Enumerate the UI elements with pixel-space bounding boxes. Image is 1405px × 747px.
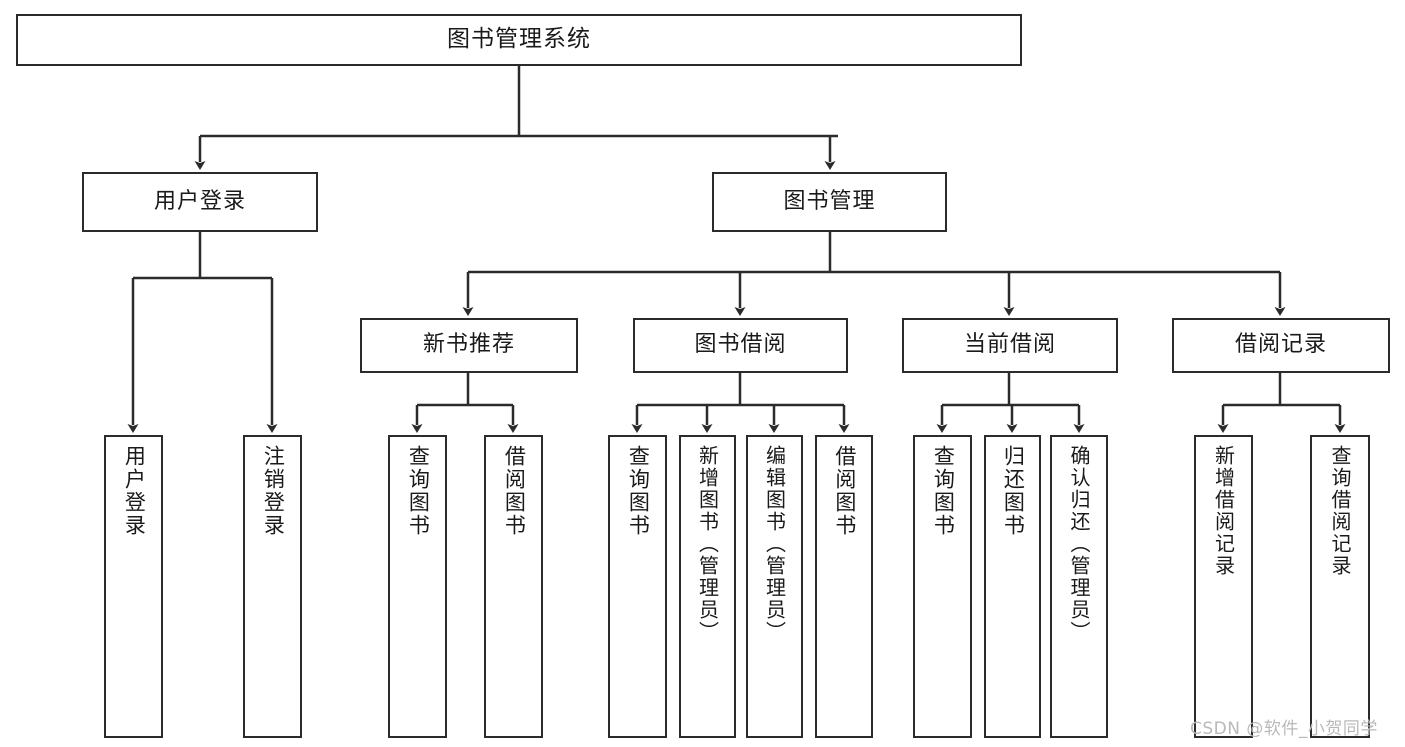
leaf-node-label: 新增图书（管理员）	[695, 445, 720, 643]
leaf-node-label: 用户登录	[122, 445, 147, 537]
leaf-node-label: 编辑图书（管理员）	[762, 445, 787, 643]
node-user-login[interactable]: 用户登录	[82, 172, 318, 232]
leaf-node-label: 确认归还（管理员）	[1067, 445, 1091, 643]
leaf-node[interactable]: 用户登录	[104, 435, 163, 738]
leaf-node-label: 借阅图书	[832, 445, 857, 537]
leaf-node-label: 归还图书	[1001, 445, 1026, 537]
leaf-node-label: 查询图书	[931, 445, 956, 537]
leaf-node[interactable]: 查询借阅记录	[1310, 435, 1370, 738]
leaf-node[interactable]: 查询图书	[608, 435, 667, 738]
leaf-node[interactable]: 借阅图书	[484, 435, 543, 738]
leaf-node[interactable]: 确认归还（管理员）	[1050, 435, 1108, 738]
leaf-node-label: 查询借阅记录	[1328, 445, 1352, 577]
node-book-management[interactable]: 图书管理	[712, 172, 947, 232]
node-root-system[interactable]: 图书管理系统	[16, 14, 1022, 66]
leaf-node-label: 查询图书	[406, 445, 431, 537]
leaf-node-label: 查询图书	[626, 445, 651, 537]
leaf-node[interactable]: 查询图书	[913, 435, 972, 738]
leaf-node[interactable]: 编辑图书（管理员）	[746, 435, 803, 738]
leaf-node-label: 新增借阅记录	[1211, 445, 1236, 577]
leaf-node[interactable]: 借阅图书	[815, 435, 873, 738]
leaf-node[interactable]: 新增借阅记录	[1194, 435, 1253, 738]
node-current-borrow[interactable]: 当前借阅	[902, 318, 1118, 373]
leaf-node[interactable]: 归还图书	[984, 435, 1041, 738]
node-new-book-recommend[interactable]: 新书推荐	[360, 318, 578, 373]
leaf-node-label: 注销登录	[261, 445, 286, 537]
leaf-node[interactable]: 新增图书（管理员）	[679, 435, 736, 738]
leaf-node[interactable]: 注销登录	[243, 435, 302, 738]
leaf-node-label: 借阅图书	[502, 445, 527, 537]
node-borrow-record[interactable]: 借阅记录	[1172, 318, 1390, 373]
node-book-borrow[interactable]: 图书借阅	[633, 318, 848, 373]
leaf-node[interactable]: 查询图书	[388, 435, 447, 738]
